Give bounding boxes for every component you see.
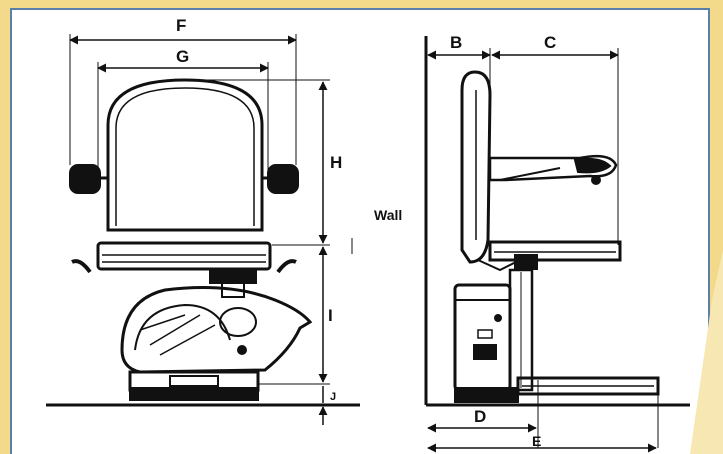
front-drive-carriage (120, 286, 313, 374)
label-f: F (176, 16, 186, 35)
side-seat (488, 240, 622, 262)
front-left-armrest (69, 164, 101, 194)
front-swivel (209, 268, 257, 284)
front-left-handle (71, 259, 92, 274)
front-backrest (106, 78, 264, 232)
label-wall: Wall (374, 207, 402, 223)
side-backrest (460, 70, 492, 264)
side-armrest (488, 154, 618, 182)
front-backrest-inner (115, 87, 255, 226)
front-view (46, 34, 360, 425)
decorative-streak (690, 250, 723, 454)
side-view (424, 36, 690, 453)
label-e: E (532, 433, 541, 449)
label-i: I (328, 306, 333, 325)
label-b: B (450, 33, 462, 52)
label-g: G (176, 47, 189, 66)
label-d: D (474, 407, 486, 426)
front-right-handle (276, 259, 297, 274)
label-j: J (330, 391, 336, 403)
front-right-armrest (267, 164, 299, 194)
side-rail (516, 376, 660, 396)
label-c: C (544, 33, 556, 52)
label-h: H (330, 153, 342, 172)
front-seat (96, 241, 272, 271)
